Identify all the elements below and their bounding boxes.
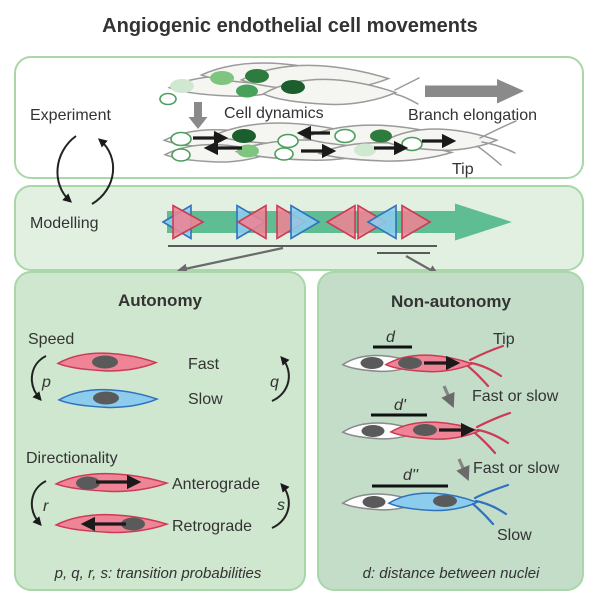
modelling-label: Modelling [30, 215, 98, 232]
q-transition-arrow [271, 355, 290, 402]
panel-link-arrows [177, 246, 439, 275]
nonautonomy-footer: d: distance between nuclei [363, 565, 540, 582]
fast-cell [57, 352, 157, 372]
s-transition-arrow [271, 482, 290, 529]
cell-dynamics-label: Cell dynamics [224, 105, 324, 122]
retrograde-label: Retrograde [172, 518, 252, 535]
anterograde-label: Anterograde [172, 476, 260, 493]
model-branch-lines [168, 245, 437, 254]
autonomy-title: Autonomy [118, 291, 203, 310]
slow-label-nonautonomy: Slow [497, 527, 532, 544]
experiment-label: Experiment [30, 107, 111, 124]
speed-label: Speed [28, 331, 74, 348]
nonautonomy-title: Non-autonomy [391, 292, 511, 311]
retrograde-cell [55, 513, 168, 534]
slow-cell [58, 388, 158, 409]
r-label: r [43, 498, 49, 515]
d-label: d [386, 329, 396, 346]
fast-label: Fast [188, 356, 220, 373]
tip-label: Tip [493, 331, 515, 348]
p-label: p [41, 374, 51, 391]
autonomy-footer: p, q, r, s: transition probabilities [54, 565, 262, 582]
p-transition-arrow [30, 355, 47, 402]
r-transition-arrow [30, 480, 47, 527]
branch-elongation-arrow-icon [425, 79, 524, 104]
autonomy-panel [14, 271, 306, 591]
tip-cell-pair-3 [342, 483, 510, 526]
d-double-prime-label: d'' [403, 467, 419, 484]
step-arrow-2 [456, 458, 470, 481]
sprout-cells-row1 [159, 61, 420, 106]
model-triangle-cells [161, 204, 432, 240]
step-arrow-1 [441, 385, 455, 408]
directionality-label: Directionality [26, 450, 118, 467]
d-prime-label: d' [394, 397, 407, 414]
tip-cell-pair-2 [342, 411, 512, 455]
fast-or-slow-label-2: Fast or slow [473, 460, 560, 477]
down-arrow-icon [188, 102, 208, 129]
s-label: s [277, 497, 285, 514]
q-label: q [270, 374, 279, 391]
slow-label: Slow [188, 391, 223, 408]
anterograde-cell [55, 472, 168, 493]
page-title: Angiogenic endothelial cell movements [102, 15, 478, 37]
tip-cell-pair-1 [342, 344, 505, 388]
migrating-cells-row2 [163, 120, 517, 166]
fast-or-slow-label-1: Fast or slow [472, 388, 559, 405]
branch-elongation-label: Branch elongation [408, 107, 537, 124]
cell-movement-arrows [193, 125, 457, 159]
tip-label-top: Tip [452, 161, 474, 178]
cell-nuclei-row1 [159, 69, 305, 106]
experiment-modelling-cycle-arrows [56, 135, 115, 205]
